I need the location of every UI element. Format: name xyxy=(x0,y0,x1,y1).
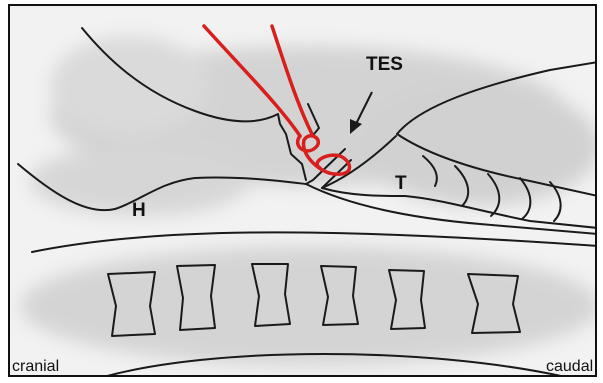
anatomy-drawing xyxy=(10,6,597,377)
caudal-label: caudal xyxy=(546,358,593,376)
t-label: T xyxy=(395,173,407,195)
figure-frame: TES H T cranial caudal xyxy=(8,4,597,377)
cranial-label: cranial xyxy=(12,358,59,376)
shading xyxy=(20,36,597,366)
h-label: H xyxy=(132,200,146,222)
tes-label: TES xyxy=(366,54,403,76)
